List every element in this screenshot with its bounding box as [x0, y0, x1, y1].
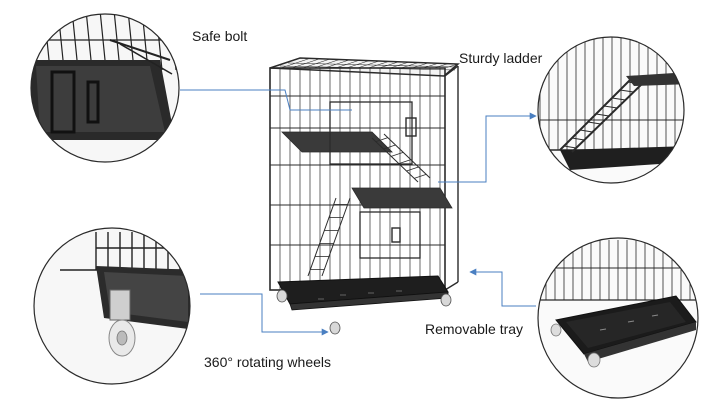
detail-removable-tray [537, 237, 699, 399]
detail-sturdy-ladder [537, 36, 685, 184]
label-safe-bolt: Safe bolt [192, 28, 248, 44]
callout-safe-bolt [180, 89, 352, 111]
label-rotating-wheels: 360° rotating wheels [204, 354, 332, 370]
callout-lines [180, 89, 537, 336]
label-sturdy-ladder: Sturdy ladder [459, 50, 543, 66]
main-cage [269, 57, 460, 335]
label-removable-tray: Removable tray [425, 321, 524, 337]
detail-rotating-wheels [33, 227, 191, 385]
callout-sturdy-ladder [438, 112, 537, 183]
detail-safe-bolt [30, 13, 180, 163]
callout-rotating-wheels [200, 293, 329, 336]
callout-removable-tray [469, 268, 536, 307]
